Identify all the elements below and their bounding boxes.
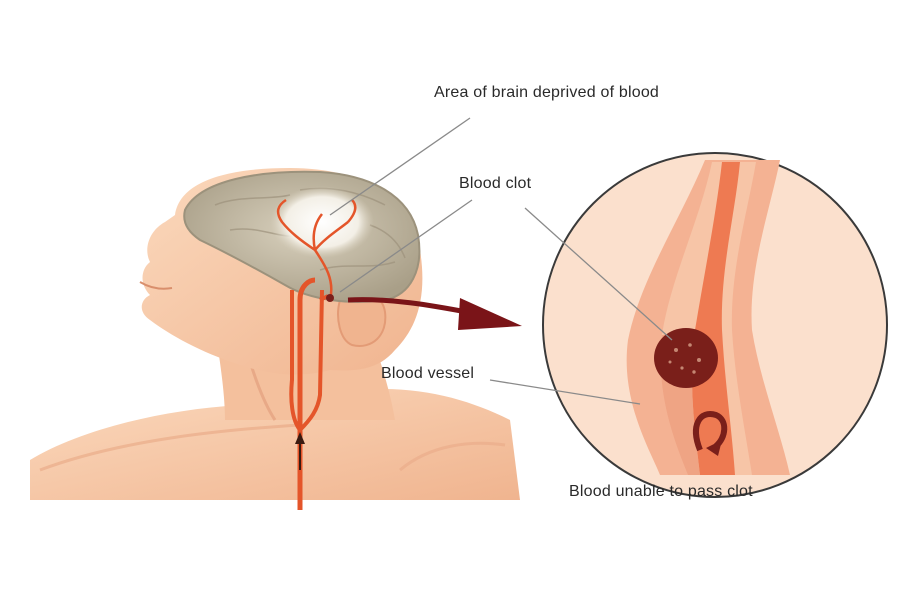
blood-clot	[654, 328, 718, 388]
flow-arrow-icon	[295, 432, 305, 444]
leader-line-vessel	[489, 379, 641, 405]
leader-line-area	[329, 117, 471, 216]
brain-figure	[183, 170, 421, 303]
clot-inset	[542, 152, 888, 498]
leader-line-clot-inset	[524, 207, 673, 341]
blocked-flow-arrow-icon	[693, 411, 728, 452]
zoom-arrow	[347, 297, 522, 330]
leader-lines	[329, 117, 673, 405]
label-area-deprived: Area of brain deprived of blood	[434, 84, 660, 101]
label-blood-vessel: Blood vessel	[381, 365, 475, 382]
zoom-arrow-head-icon	[458, 298, 522, 330]
leader-line-clot-head	[339, 199, 473, 293]
label-blood-clot: Blood clot	[459, 175, 532, 192]
label-blood-unable: Blood unable to pass clot	[569, 483, 753, 500]
clot-site-marker	[326, 294, 334, 302]
carotid-artery	[289, 277, 334, 510]
